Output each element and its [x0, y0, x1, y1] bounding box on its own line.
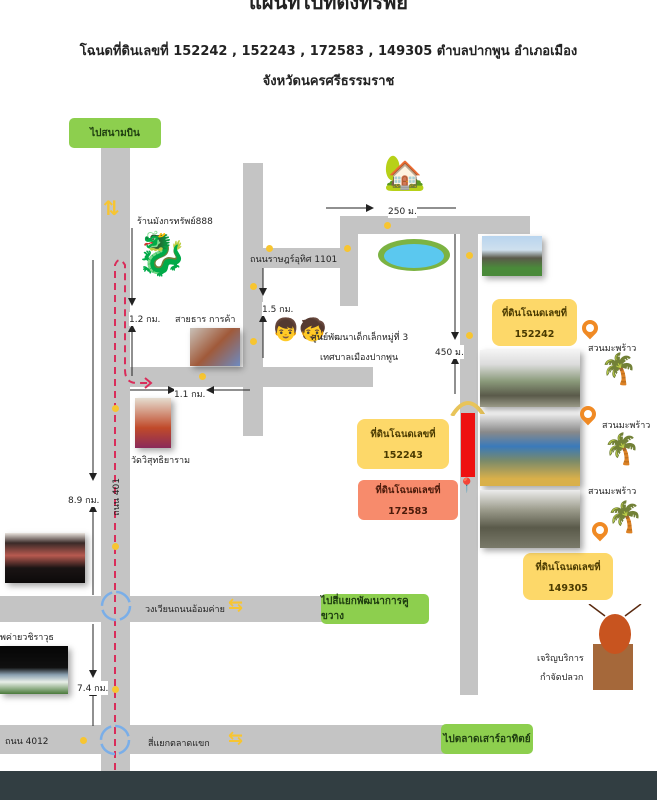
childcare-label-2: เทศบาลเมืองปากพูน	[320, 353, 399, 363]
road-dot	[466, 332, 473, 339]
coconut-label-3: สวนมะพร้าว	[588, 487, 637, 497]
road-camp-bypass	[0, 596, 330, 622]
distance-arrow-1-1km	[130, 386, 250, 394]
map-title: แผนที่ไปที่ตั้งทรัพย์	[249, 0, 408, 14]
two-way-arrow-icon: ⇆	[228, 728, 244, 749]
road-dot	[112, 543, 119, 550]
distance-arrow-7-4km	[89, 624, 97, 726]
roundabout-icon	[99, 724, 131, 756]
to-market-sign: ไปตลาดเสาร์อาทิตย์	[441, 724, 533, 754]
road-1101-label: ถนนราษฎร์อุทิศ 1101	[250, 252, 338, 266]
road-dot	[199, 373, 206, 380]
distance-7-4km: 7.4 กม.	[77, 681, 109, 695]
plot-box-149305: ที่ดินโฉนดเลขที่ 149305	[523, 553, 613, 600]
dragon-shop-label: ร้านมังกรทรัพย์888	[137, 217, 213, 227]
plot-label: ที่ดินโฉนดเลขที่	[370, 429, 436, 440]
temple-label: วัดวิสุทธิยาราม	[131, 456, 191, 466]
plot-number: 152242	[514, 328, 555, 340]
plot-label: ที่ดินโฉนดเลขที่	[535, 561, 601, 573]
arch-icon	[450, 401, 486, 416]
distance-arrow-1-2km	[128, 228, 136, 376]
road-dot	[80, 737, 87, 744]
house-icon: 🏡	[383, 153, 427, 193]
road-4012	[0, 725, 450, 754]
road-top-horizontal	[340, 216, 530, 234]
roundabout-camp-label: วงเวียนถนนอ้อมค่าย	[145, 605, 225, 615]
camp-photo	[0, 646, 68, 694]
two-way-arrow-icon: ⇅	[103, 196, 120, 220]
childcare-label-1: ศูนย์พัฒนาเด็กเล็กหมู่ที่ 3	[311, 333, 409, 343]
plot-number: 172583	[388, 506, 428, 517]
distance-arrow-1-5km	[259, 268, 267, 358]
pond-icon	[378, 239, 450, 271]
road-4012-label: ถนน 4012	[5, 737, 49, 747]
road-1101-riser	[340, 216, 358, 306]
coconut-tree-icon: 🌴	[606, 500, 644, 535]
property-house-photo	[482, 236, 542, 276]
road-dot	[250, 283, 257, 290]
roundabout-icon	[100, 590, 132, 622]
distance-1-1km: 1.1 กม.	[174, 387, 206, 401]
grocery-photo	[190, 328, 240, 366]
property-marker-bar	[461, 413, 475, 477]
road-dot	[112, 686, 119, 693]
land-photo-2	[480, 414, 580, 486]
to-airport-sign: ไปสนามบิน	[69, 118, 161, 148]
distance-450m: 450 ม.	[435, 345, 464, 359]
building-photo	[5, 533, 85, 583]
distance-250m: 250 ม.	[388, 204, 417, 218]
road-dot	[344, 245, 351, 252]
to-junction-sign: ไปสี่แยกพัฒนาการคูขวาง	[321, 594, 429, 624]
plot-box-172583: ที่ดินโฉนดเลขที่ 172583	[358, 480, 458, 520]
map-pin-icon	[578, 316, 602, 340]
distance-arrow-8-9km	[89, 260, 97, 595]
children-icon: 👦🧒	[272, 318, 327, 343]
termite-label-2: กำจัดปลวก	[540, 673, 584, 683]
distance-1-5km: 1.5 กม.	[262, 302, 294, 316]
distance-arrow-450m	[451, 234, 459, 394]
road-401-label: ถนน 401	[112, 478, 122, 516]
plot-box-152242: ที่ดินโฉนดเลขที่ 152242	[492, 299, 577, 346]
plot-label: ที่ดินโฉนดเลขที่	[375, 485, 441, 496]
dragon-icon: 🐉	[135, 229, 189, 278]
road-dot	[266, 245, 273, 252]
two-way-arrow-icon: ⇆	[228, 595, 244, 616]
plot-number: 149305	[548, 582, 588, 594]
temple-photo	[135, 398, 171, 448]
road-dot	[384, 222, 391, 229]
road-temple-branch	[128, 367, 373, 387]
distance-1-2km: 1.2 กม.	[129, 312, 161, 326]
grocery-label: สายธาร การค้า	[175, 315, 236, 325]
coconut-tree-icon: 🌴	[600, 352, 638, 387]
land-photo-1	[480, 350, 580, 407]
camp-label: พค่ายวชิราวุธ	[0, 633, 54, 643]
province-line: จังหวัดนครศรีธรรมราช	[262, 74, 395, 89]
plot-label: ที่ดินโฉนดเลขที่	[502, 307, 567, 319]
coconut-label-2: สวนมะพร้าว	[602, 421, 651, 431]
road-dot	[466, 252, 473, 259]
road-dot	[112, 405, 119, 412]
road-dot	[250, 338, 257, 345]
land-photo-3	[480, 490, 580, 548]
plot-number: 152243	[383, 450, 423, 461]
location-pin-icon: 📍	[458, 478, 476, 494]
plot-box-152243: ที่ดินโฉนดเลขที่ 152243	[357, 419, 449, 469]
map-pin-icon	[576, 402, 600, 426]
distance-8-9km: 8.9 กม.	[68, 493, 100, 507]
termite-label-1: เจริญบริการ	[537, 654, 584, 664]
termite-icon	[588, 604, 642, 690]
footer-bar	[0, 771, 657, 800]
route-dashed-path	[114, 259, 153, 770]
deed-numbers-line: โฉนดที่ดินเลขที่ 152242 , 152243 , 17258…	[79, 44, 578, 59]
coconut-tree-icon: 🌴	[603, 432, 641, 467]
junction-market-label: สี่แยกตลาดแขก	[148, 739, 210, 749]
coconut-label-1: สวนมะพร้าว	[588, 344, 637, 354]
